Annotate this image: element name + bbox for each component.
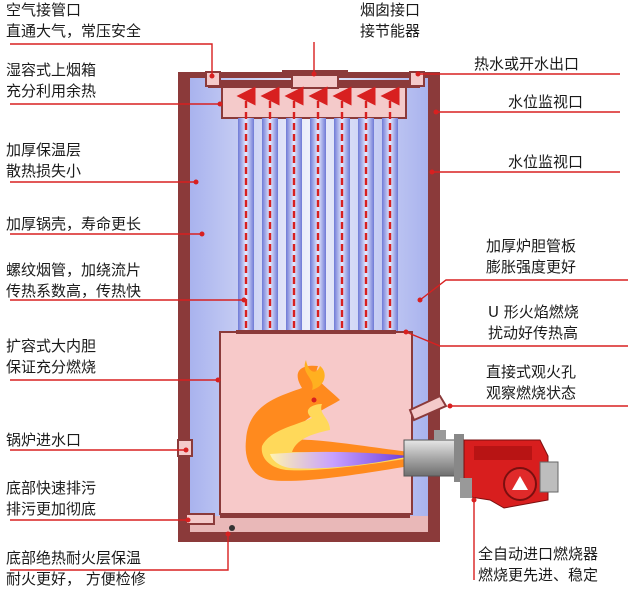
sight-hole (408, 394, 448, 422)
label-furnace: 扩容式大内胆保证充分燃烧 (6, 337, 97, 376)
spiral-fire-tubes (236, 86, 400, 350)
leader-lines (10, 42, 628, 580)
label-water-level-1: 水位监视口 (508, 93, 584, 111)
label-spiral-tube: 螺纹烟管，加绕流片传热系数高，传热快 (6, 261, 142, 300)
label-air-inlet: 空气接管口直通大气，常压安全 (6, 1, 142, 40)
label-hot-water-outlet: 热水或开水出口 (474, 55, 580, 73)
u-shaped-flame (245, 360, 410, 481)
label-drain: 底部快速排污排污更加彻底 (6, 479, 97, 518)
label-insulation: 加厚保温层散热损失小 (6, 141, 82, 180)
label-chimney: 烟囱接口接节能器 (360, 1, 421, 40)
label-burner: 全自动进口燃烧器燃烧更先进、稳定 (478, 545, 599, 584)
label-shell: 加厚锅壳，寿命更长 (6, 215, 142, 233)
label-smoke-box: 湿容式上烟箱充分利用余热 (6, 61, 97, 100)
leader-dots (183, 71, 477, 537)
label-tube-plate: 加厚炉胆管板膨胀强度更好 (486, 237, 577, 276)
bottom-refractory-layer (178, 512, 440, 542)
burner (403, 430, 559, 509)
label-bottom-insulation: 底部绝热耐火层保温耐火更好， 方便检修 (6, 549, 146, 588)
air-inlet-pipe (205, 71, 221, 87)
bottom-bolt (229, 525, 235, 531)
label-water-inlet: 锅炉进水口 (6, 431, 82, 449)
label-water-level-2: 水位监视口 (508, 153, 584, 171)
label-sight-hole: 直接式观火孔观察燃烧状态 (486, 363, 577, 402)
label-u-flame: U 形火焰燃烧扰动好传热高 (488, 303, 579, 342)
